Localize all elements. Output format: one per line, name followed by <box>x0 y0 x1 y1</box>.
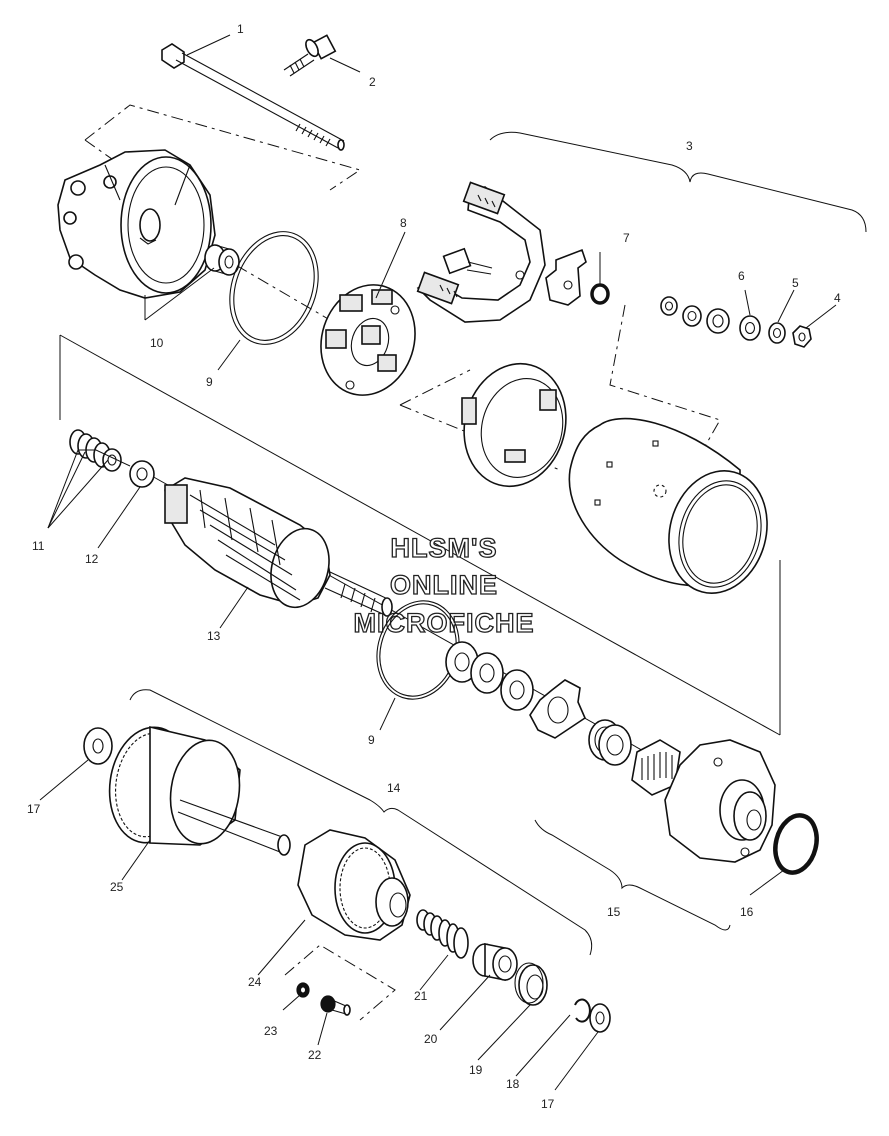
o-ring-9-upper <box>229 231 319 345</box>
group-braces <box>129 131 867 956</box>
spring-21 <box>416 909 469 959</box>
callout-5: 5 <box>792 276 799 290</box>
callout-labels: 1 2 3 4 5 6 7 8 9 9 10 11 12 13 14 15 16… <box>27 22 841 1111</box>
callout-11: 11 <box>32 539 45 553</box>
callout-8: 8 <box>400 216 407 230</box>
rear-housing-10 <box>57 149 216 299</box>
callout-4: 4 <box>834 291 841 305</box>
brush-holder-ring <box>461 362 567 488</box>
callout-3: 3 <box>686 139 693 153</box>
o-ring-16 <box>773 813 819 875</box>
o-ring-7 <box>590 283 610 305</box>
washer-set-4-6 <box>660 296 812 348</box>
callout-21: 21 <box>414 989 428 1003</box>
callout-18: 18 <box>506 1077 520 1091</box>
overrunning-clutch-24 <box>297 829 411 941</box>
screw-2 <box>283 34 337 77</box>
washer-12 <box>129 460 155 488</box>
collar-20 <box>472 943 518 981</box>
callout-10: 10 <box>150 336 164 350</box>
callout-23: 23 <box>264 1024 278 1038</box>
front-cover-15 <box>664 739 776 863</box>
watermark-line-2: ONLINE <box>390 570 498 600</box>
callout-9-upper: 9 <box>206 375 213 389</box>
bolt-22 <box>320 995 351 1016</box>
bracket-lines-22-23 <box>284 944 396 1021</box>
callout-17-left: 17 <box>27 802 41 816</box>
callout-12: 12 <box>85 552 99 566</box>
snap-ring-18 <box>574 998 591 1023</box>
ring-gear-shaft-25 <box>108 725 291 856</box>
callout-6: 6 <box>738 269 745 283</box>
through-bolt-1 <box>161 43 345 151</box>
washer-17-right <box>589 1003 611 1033</box>
callout-24: 24 <box>248 975 262 989</box>
bushing-10 <box>204 244 240 276</box>
callout-22: 22 <box>308 1048 322 1062</box>
callout-16: 16 <box>740 905 754 919</box>
armature-13 <box>164 477 393 617</box>
yoke-housing <box>568 417 768 594</box>
callout-7: 7 <box>623 231 630 245</box>
callout-20: 20 <box>424 1032 438 1046</box>
callout-1: 1 <box>237 22 244 36</box>
stop-collar-19 <box>514 962 548 1006</box>
washer-23 <box>296 982 310 998</box>
callout-17-right: 17 <box>541 1097 555 1111</box>
front-washer-stack <box>445 641 534 711</box>
watermark: HLSM'S ONLINE MICROFICHE <box>353 532 535 638</box>
callout-25: 25 <box>110 880 124 894</box>
washer-17-left <box>83 727 113 765</box>
callout-13: 13 <box>207 629 221 643</box>
watermark-line-1: HLSM'S <box>391 533 498 563</box>
callout-15: 15 <box>607 905 621 919</box>
brush-holder-3 <box>416 181 587 323</box>
leader-lines <box>39 34 837 1091</box>
callout-2: 2 <box>369 75 376 89</box>
callout-14: 14 <box>387 781 401 795</box>
callout-9-lower: 9 <box>368 733 375 747</box>
needle-bearing <box>631 739 681 796</box>
callout-19: 19 <box>469 1063 483 1077</box>
watermark-line-3: MICROFICHE <box>354 608 535 638</box>
brush-plate-8 <box>320 284 416 396</box>
bearing <box>588 719 632 766</box>
lock-plate <box>529 679 587 739</box>
